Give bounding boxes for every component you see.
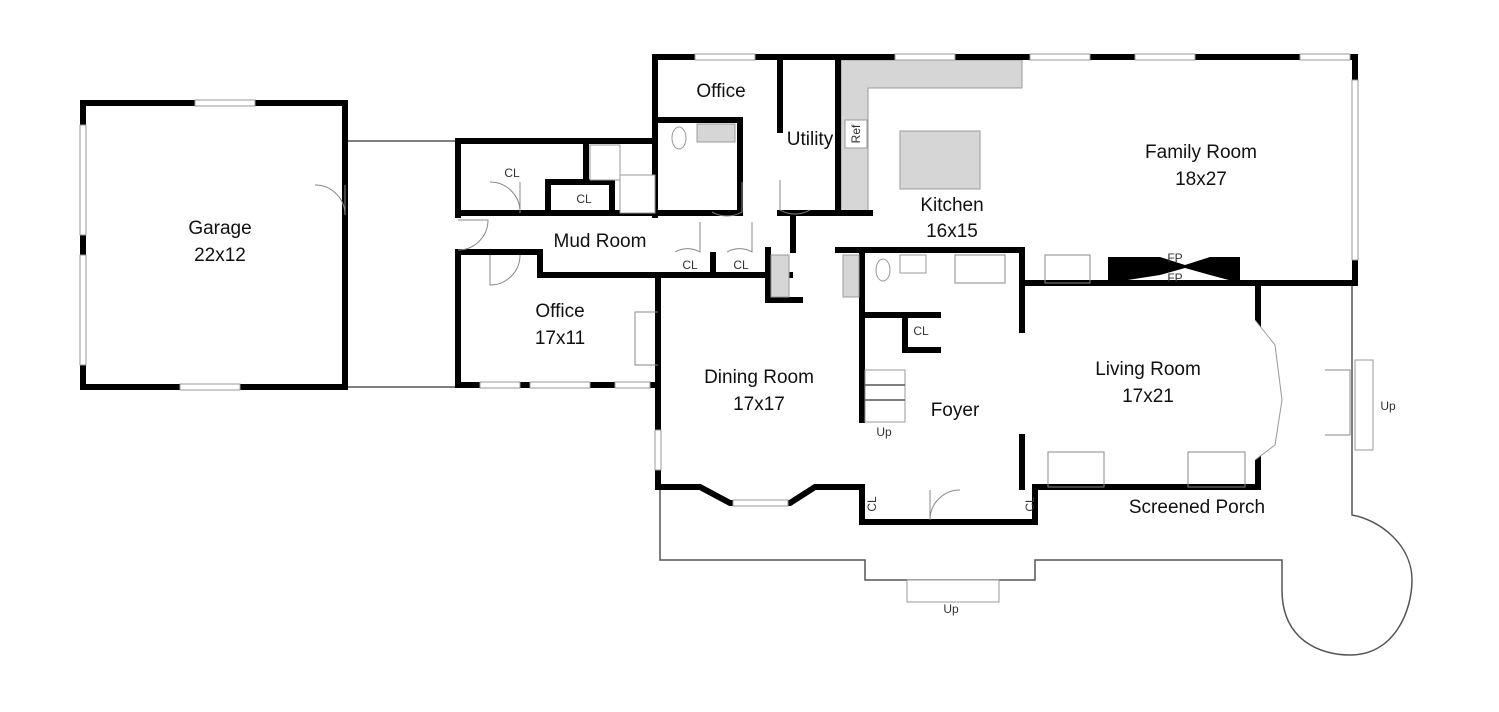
toilet-icon — [671, 126, 687, 150]
closet-label: CL — [913, 324, 929, 338]
doors — [314, 180, 1351, 521]
porch-outline — [659, 283, 1413, 656]
fireplace-label: FP — [1167, 251, 1182, 265]
dining-room-label: Dining Room — [704, 367, 814, 388]
fireplace-label-2: FP — [1167, 271, 1182, 285]
office-lower-size: 17x11 — [535, 328, 585, 349]
living-room-size: 17x21 — [1122, 386, 1174, 407]
stairs-up-label: Up — [876, 425, 892, 439]
closet-label: CL — [733, 258, 749, 272]
kitchen-size: 16x15 — [926, 221, 978, 242]
garage-size: 22x12 — [194, 245, 246, 266]
closet-label: CL — [682, 258, 698, 272]
office-lower-label: Office — [535, 301, 584, 322]
closet-label: CL — [504, 166, 520, 180]
garage-label: Garage — [188, 218, 251, 239]
front-steps-up-label: Up — [943, 602, 959, 616]
windows — [79, 53, 1359, 507]
family-room-label: Family Room — [1145, 142, 1257, 163]
mud-room-label: Mud Room — [554, 231, 647, 252]
family-room-size: 18x27 — [1175, 169, 1227, 190]
closet-label: CL — [576, 192, 592, 206]
office-upper-label: Office — [696, 81, 745, 102]
closet-label: CL — [865, 496, 879, 512]
fireplace — [1108, 257, 1240, 283]
refrigerator — [844, 119, 868, 149]
screened-porch-label: Screened Porch — [1129, 497, 1265, 518]
kitchen-label: Kitchen — [920, 195, 983, 216]
side-steps-up-label: Up — [1380, 399, 1396, 413]
kitchen-island — [899, 130, 981, 190]
sink-icon — [696, 123, 736, 143]
sink-icon — [770, 254, 790, 298]
foyer-label: Foyer — [931, 400, 980, 421]
side-steps — [1354, 359, 1374, 451]
closet-label: CL — [1023, 496, 1037, 512]
sink-icon — [899, 254, 927, 274]
toilet-icon — [875, 258, 891, 282]
stairs — [589, 144, 906, 423]
front-steps — [906, 579, 1000, 603]
living-room-label: Living Room — [1095, 359, 1201, 380]
counter — [842, 254, 860, 298]
dining-room-size: 17x17 — [733, 394, 785, 415]
ref-label: Ref — [849, 124, 863, 143]
utility-label: Utility — [787, 129, 834, 150]
